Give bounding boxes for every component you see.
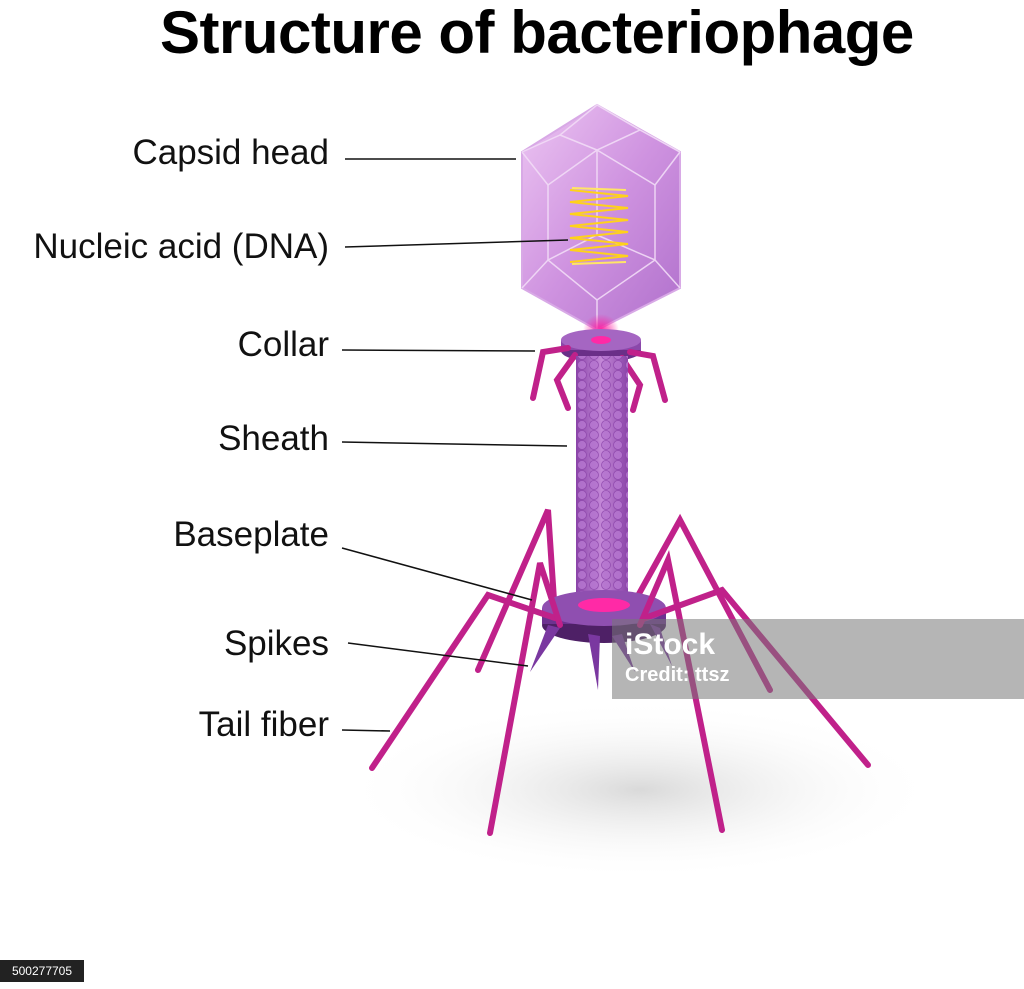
- label-tail-fiber: Tail fiber: [198, 705, 329, 744]
- diagram-title: Structure of bacteriophage: [160, 0, 914, 66]
- label-collar: Collar: [237, 325, 329, 364]
- watermark-band: [612, 619, 1024, 699]
- label-spikes: Spikes: [223, 624, 329, 663]
- tail-fibers-front: [369, 549, 871, 836]
- label-capsid-head: Capsid head: [132, 133, 329, 172]
- label-nucleic-acid: Nucleic acid (DNA): [33, 227, 329, 266]
- stock-id-badge: 500277705: [0, 960, 84, 982]
- ground-shadow: [340, 700, 940, 880]
- dna-coil: [569, 187, 629, 265]
- leader-lines: [341, 158, 569, 732]
- watermark-credit: Credit: ttsz: [625, 664, 730, 686]
- collar: [561, 329, 641, 362]
- label-baseplate: Baseplate: [173, 515, 329, 554]
- watermark-logo: iStock: [625, 628, 716, 661]
- sheath: [576, 356, 628, 604]
- label-sheath: Sheath: [218, 419, 329, 458]
